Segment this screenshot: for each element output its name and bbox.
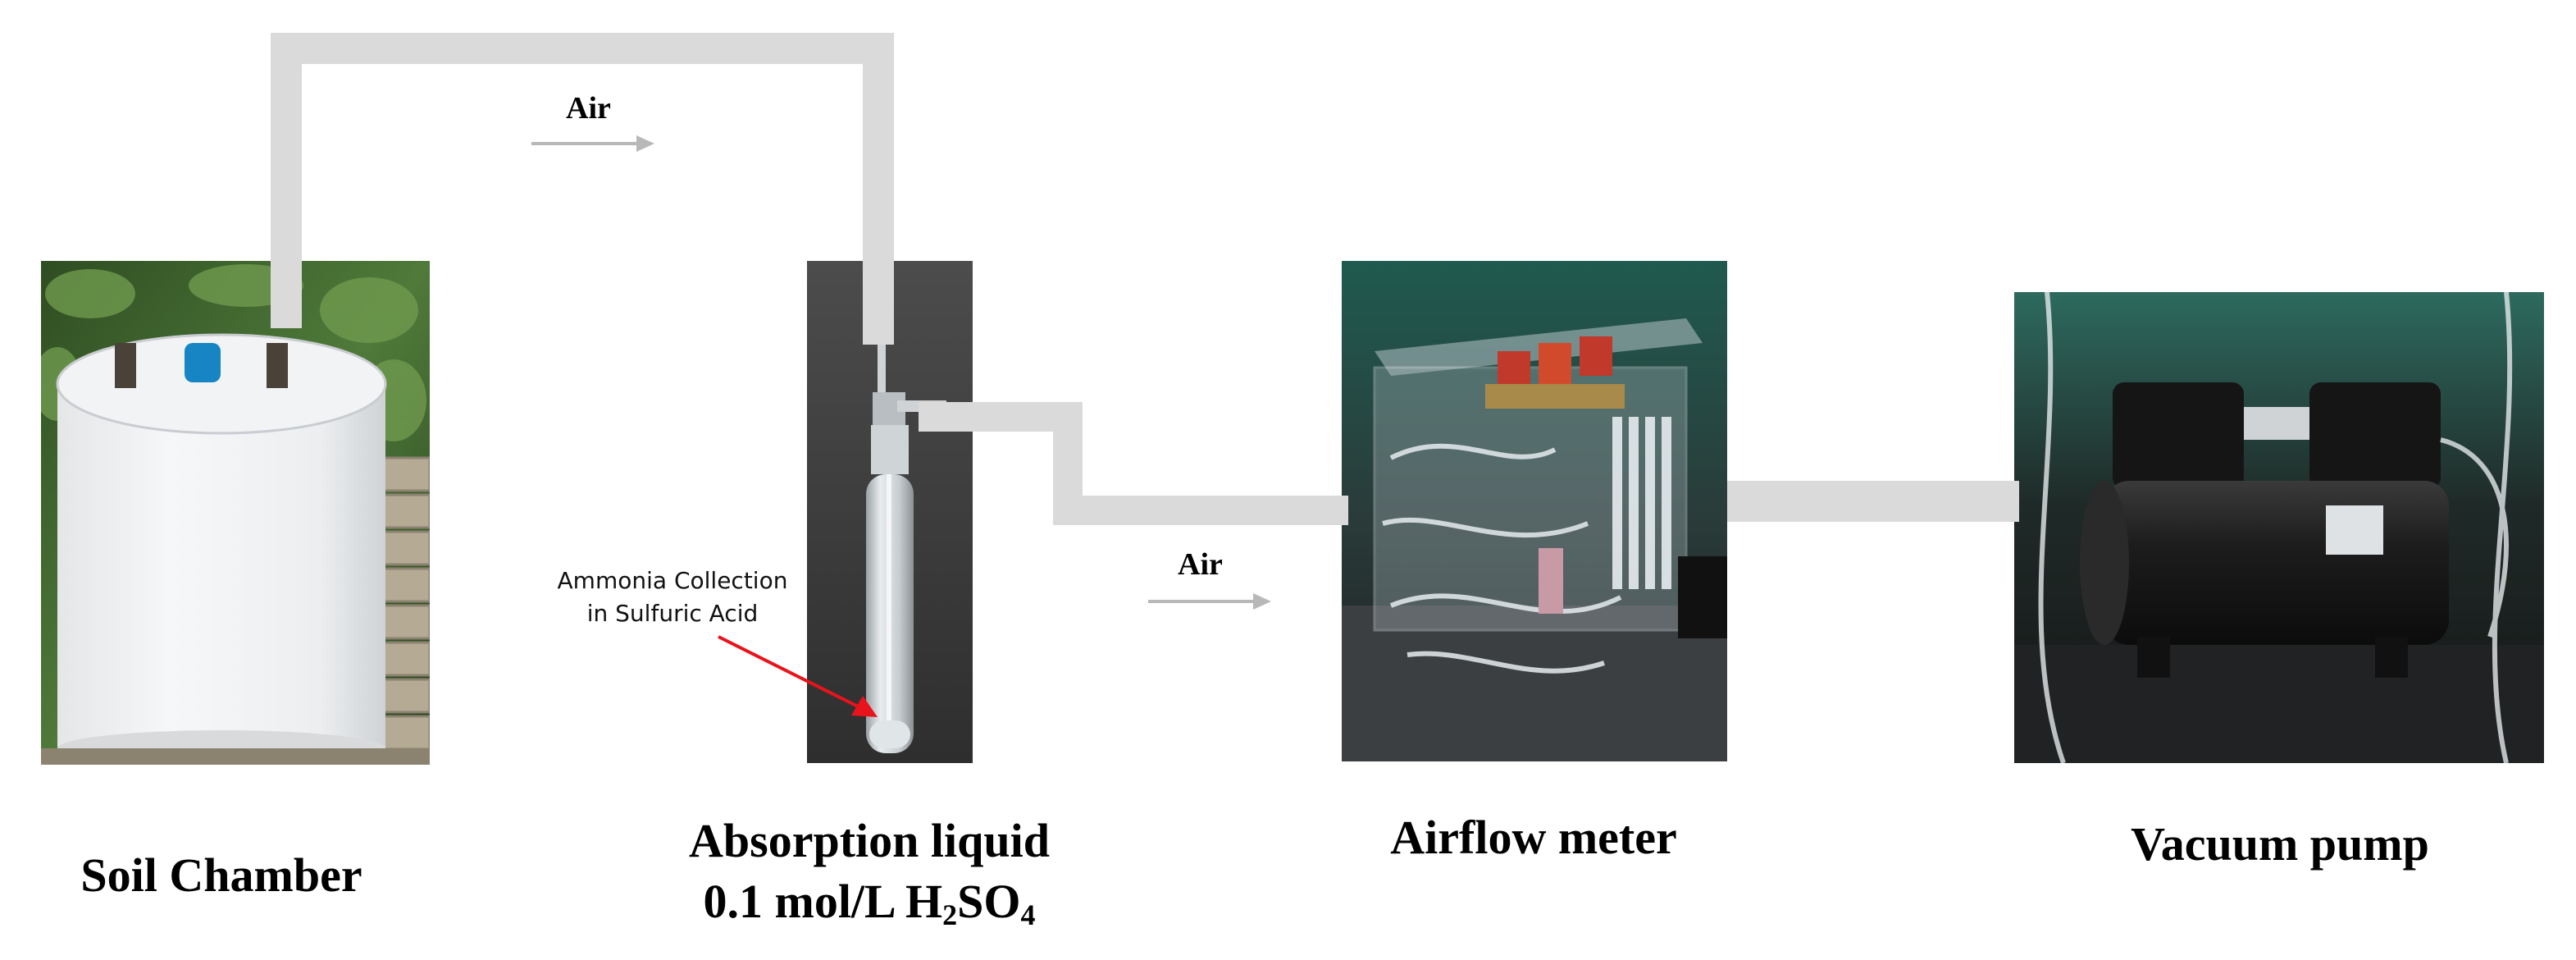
soil-chamber-photo	[41, 261, 430, 765]
formula-sub-2: 2	[942, 898, 958, 931]
soil-chamber-caption: Soil Chamber	[80, 848, 362, 902]
air-label-top: Air	[566, 91, 611, 126]
vacuum-pump-caption: Vacuum pump	[2131, 817, 2429, 871]
formula-so: SO	[957, 875, 1021, 928]
air-label-middle: Air	[1178, 547, 1223, 582]
absorption-line-2: 0.1 mol/L H2SO4	[640, 871, 1099, 945]
tube-soil-riser	[271, 33, 302, 328]
annotation-arrow	[718, 635, 878, 717]
air-arrow-middle	[1148, 593, 1271, 610]
airflow-meter-photo	[1342, 261, 1727, 761]
note-line-1: Ammonia Collection	[557, 567, 788, 594]
tube-to-vacuum-pump	[1727, 481, 2019, 522]
ammonia-collection-note: Ammonia Collection in Sulfuric Acid	[517, 565, 828, 630]
air-arrow-top	[531, 135, 654, 152]
vacuum-pump-photo	[2014, 292, 2544, 763]
airflow-meter-caption: Airflow meter	[1390, 811, 1677, 864]
tube-top-horizontal	[271, 33, 894, 64]
tube-to-airflow-meter	[1053, 496, 1348, 525]
formula-sub-4: 4	[1020, 898, 1036, 931]
tube-bottle-drop	[863, 33, 894, 345]
formula-prefix: 0.1 mol/L H	[703, 875, 943, 928]
absorption-liquid-caption: Absorption liquid 0.1 mol/L H2SO4	[640, 811, 1099, 945]
note-line-2: in Sulfuric Acid	[586, 600, 759, 627]
absorption-line-1: Absorption liquid	[688, 814, 1050, 867]
